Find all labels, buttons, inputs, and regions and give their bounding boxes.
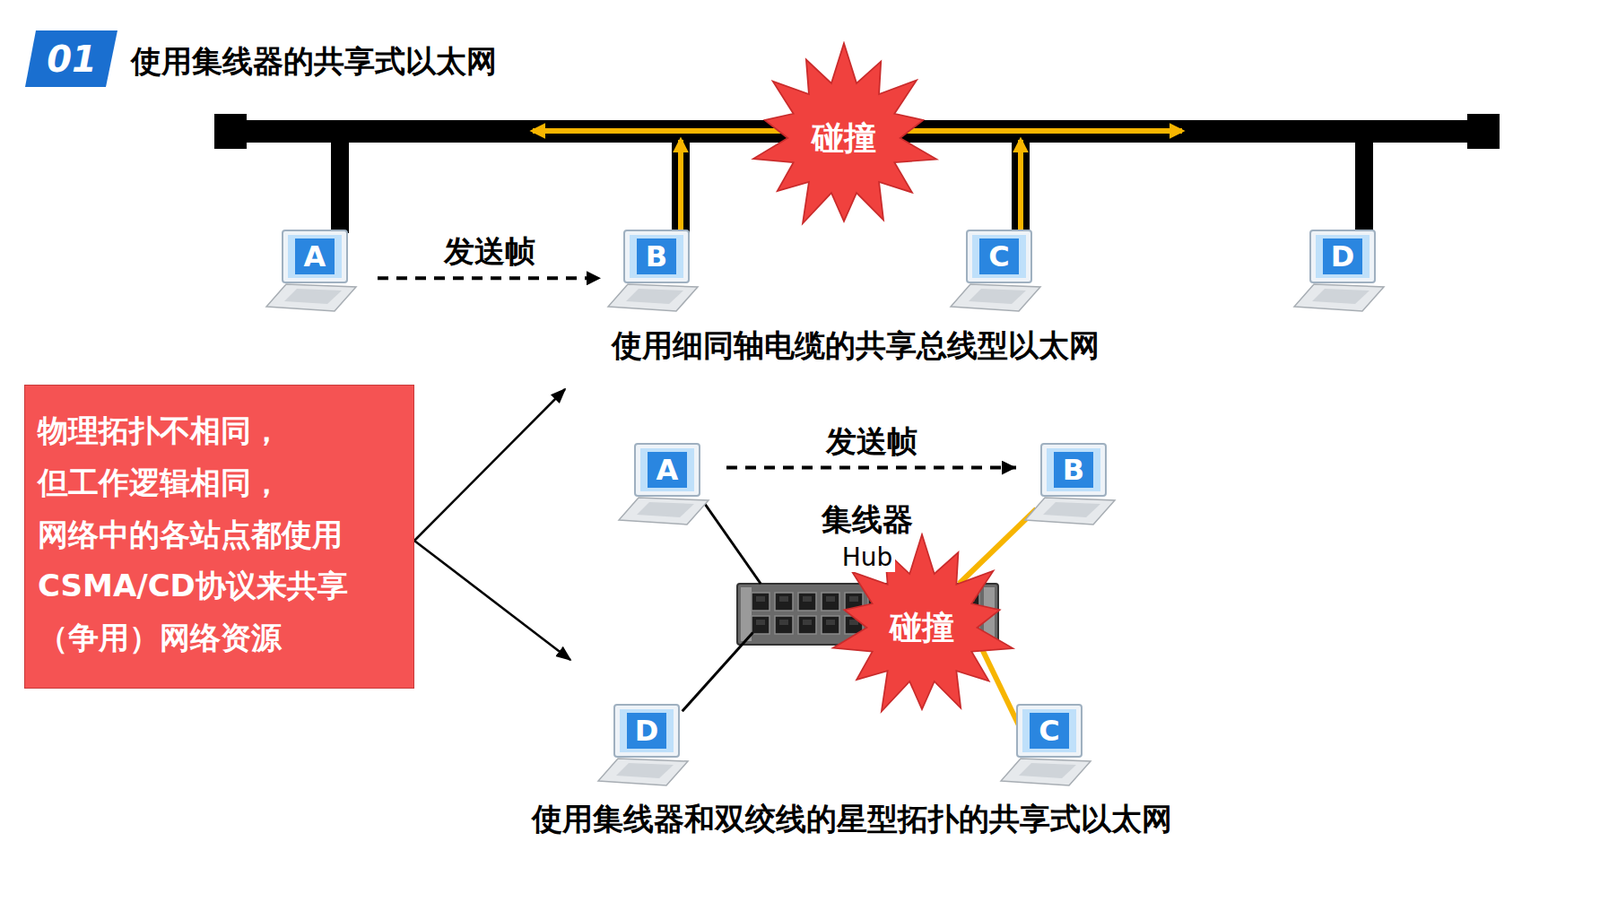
laptop-base <box>598 758 688 786</box>
station-letter: D <box>626 713 667 749</box>
laptop-keyboard <box>1018 763 1077 779</box>
station-laptop: B <box>1023 443 1117 526</box>
laptop-keyboard <box>1312 288 1370 305</box>
laptop-screen-frame <box>1041 443 1106 496</box>
laptop-base <box>618 497 709 525</box>
note-text: 物理拓扑不相同， 但工作逻辑相同， 网络中的各站点都使用 CSMA/CD协议来共… <box>37 405 401 665</box>
bus-drop <box>1355 130 1374 234</box>
laptop-base <box>1025 497 1115 525</box>
star-shape <box>753 43 937 224</box>
bus-terminator <box>214 113 247 149</box>
bus-drop <box>330 130 349 234</box>
signal-arrow <box>678 139 684 230</box>
station-laptop: C <box>948 229 1043 313</box>
station-letter: C <box>979 238 1019 275</box>
laptop-base <box>1294 284 1384 312</box>
laptop-base <box>266 284 357 312</box>
star-shape <box>833 534 1014 712</box>
laptop-screen-frame <box>634 443 700 496</box>
bus-drop <box>671 130 690 234</box>
twisted-pair-cable <box>704 502 761 584</box>
laptop-screen-frame <box>614 704 679 757</box>
diagram-caption: 使用集线器和双绞线的星型拓扑的共享式以太网 <box>531 799 1173 841</box>
station-laptop: A <box>617 443 711 526</box>
station-laptop: B <box>606 229 700 313</box>
collision-burst: 碰撞 <box>747 41 941 235</box>
twisted-pair-cable <box>980 644 1023 733</box>
pointer-arrow <box>414 540 571 661</box>
laptop-base <box>950 284 1041 312</box>
signal-arrow <box>1017 139 1024 230</box>
edge-label: 发送帧 <box>440 231 540 273</box>
laptop-screen <box>629 234 684 279</box>
station-letter: B <box>1053 452 1094 488</box>
laptop-screen-frame <box>282 230 348 283</box>
hub-device: 集线器Hub <box>737 583 999 645</box>
bus-terminator <box>1467 113 1500 149</box>
edge-label: 发送帧 <box>822 421 922 463</box>
collision-label: 碰撞 <box>811 116 877 161</box>
title-badge <box>25 30 118 87</box>
laptop-screen <box>972 234 1027 279</box>
laptop-keyboard <box>1043 502 1101 518</box>
bus-drop <box>1011 130 1030 234</box>
twisted-pair-cable <box>682 632 754 712</box>
laptop-keyboard <box>626 288 684 305</box>
laptop-screen <box>1022 709 1077 753</box>
frame-arrow <box>726 466 1017 470</box>
station-laptop: A <box>264 229 358 313</box>
laptop-screen-frame <box>624 230 689 283</box>
laptop-base <box>1000 758 1091 786</box>
diagram-caption: 使用细同轴电缆的共享总线型以太网 <box>611 325 1100 367</box>
laptop-screen-frame <box>966 230 1032 283</box>
station-laptop: D <box>1292 229 1386 313</box>
station-letter: D <box>1322 238 1363 275</box>
laptop-keyboard <box>968 288 1027 305</box>
page-title: 使用集线器的共享式以太网 <box>130 41 497 83</box>
laptop-screen <box>640 448 695 492</box>
station-letter: C <box>1029 713 1070 749</box>
pointer-arrow <box>414 389 566 541</box>
station-letter: A <box>647 452 687 488</box>
station-laptop: D <box>596 704 690 787</box>
frame-arrow <box>377 276 601 280</box>
laptop-screen <box>1315 234 1370 279</box>
station-letter: B <box>636 238 677 275</box>
laptop-screen-frame <box>1310 230 1375 283</box>
laptop-screen <box>619 709 674 753</box>
laptop-keyboard <box>636 502 695 518</box>
laptop-screen-frame <box>1017 704 1082 757</box>
laptop-keyboard <box>284 288 342 305</box>
note-box: 物理拓扑不相同， 但工作逻辑相同， 网络中的各站点都使用 CSMA/CD协议来共… <box>24 384 415 689</box>
hub-label: 集线器 <box>821 499 914 541</box>
laptop-base <box>608 284 698 312</box>
station-letter: A <box>295 238 335 275</box>
section-number: 01 <box>46 38 97 80</box>
collision-label: 碰撞 <box>889 606 955 651</box>
laptop-screen <box>1046 448 1101 492</box>
station-laptop: C <box>999 704 1093 787</box>
laptop-keyboard <box>616 763 674 779</box>
laptop-screen <box>287 234 342 279</box>
hub-sublabel: Hub <box>839 542 896 573</box>
